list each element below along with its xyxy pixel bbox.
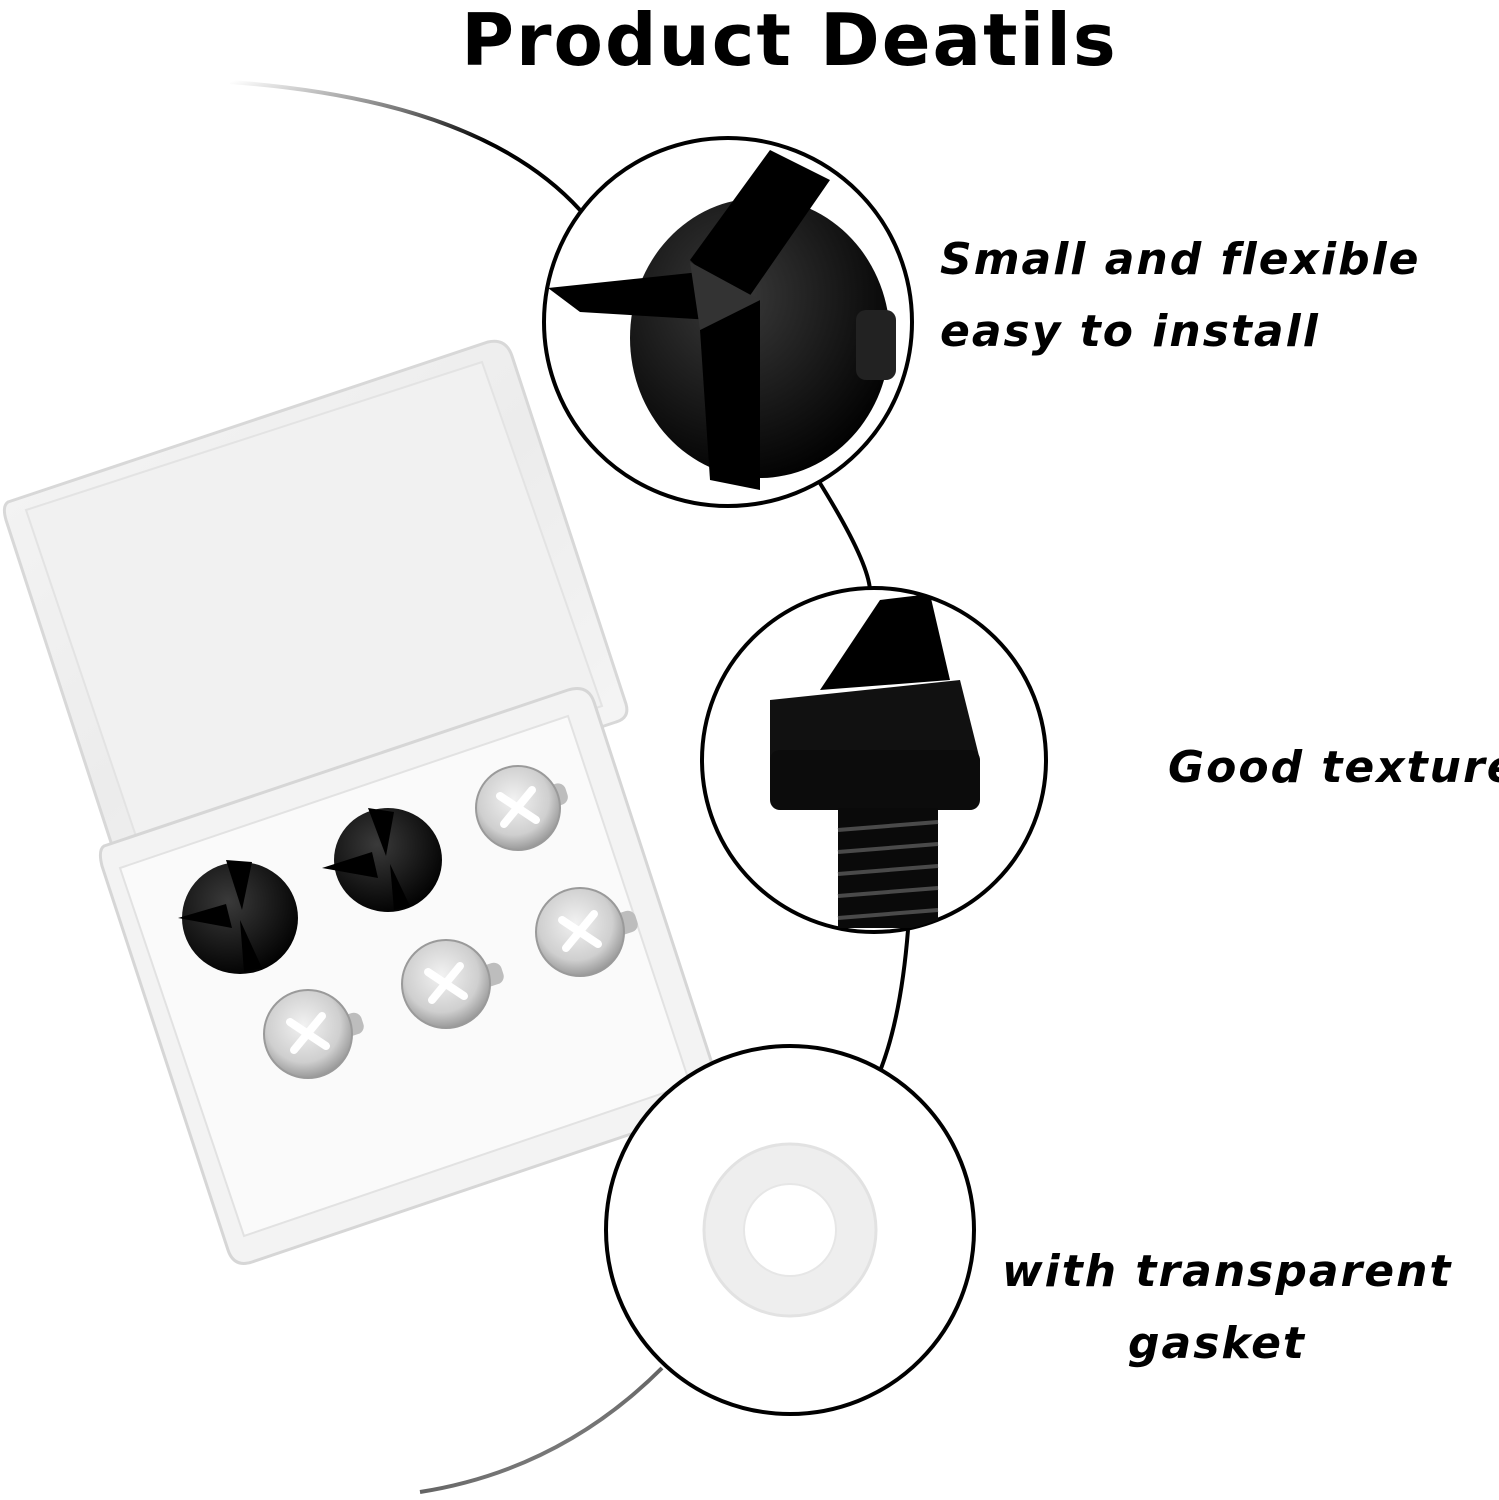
- feature-caption-line: with transparent: [1002, 1246, 1453, 1297]
- storage-box: [2, 339, 723, 1265]
- connecting-arc-bottom: [419, 1366, 664, 1494]
- detail-circle-top-view: [542, 136, 914, 508]
- feature-caption-line: easy to install: [940, 306, 1320, 357]
- detail-circle-gasket: [604, 1044, 976, 1416]
- feature-caption-line: Small and flexible: [940, 234, 1421, 285]
- connecting-arc-mid: [816, 478, 872, 591]
- connecting-arc-low: [872, 929, 910, 1086]
- black-screw-small-1: [178, 860, 298, 974]
- silver-screw-1: [475, 765, 568, 851]
- silver-screw-2: [535, 887, 638, 977]
- feature-caption-line: gasket: [1128, 1318, 1306, 1369]
- black-screw-small-2: [322, 808, 442, 912]
- feature-caption-flexible: Small and flexible easy to install: [940, 224, 1421, 368]
- feature-caption-line: Good texture: [1168, 742, 1499, 793]
- feature-caption-gasket: with transparent gasket: [1002, 1236, 1453, 1380]
- detail-circle-side-view: [700, 586, 1048, 934]
- silver-screw-3: [401, 939, 504, 1029]
- connecting-arc-top: [229, 80, 582, 212]
- page-title: Product Deatils: [461, 0, 1118, 82]
- silver-screw-4: [263, 989, 364, 1079]
- feature-caption-texture: Good texture: [1168, 732, 1499, 804]
